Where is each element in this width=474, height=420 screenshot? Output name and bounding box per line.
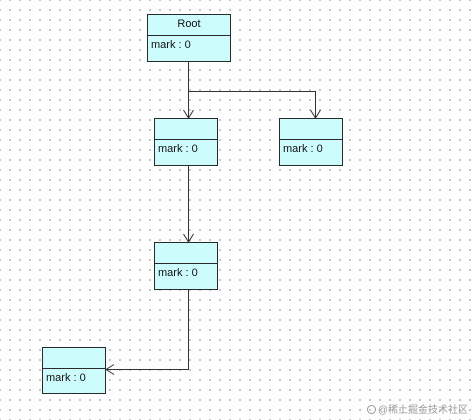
arrow-head-great-grandchild — [105, 364, 115, 375]
node-grandchild-attribute: mark : 0 — [158, 267, 198, 279]
node-root-title: Root — [148, 15, 230, 36]
watermark: @稀土掘金技术社区 — [366, 401, 468, 416]
node-grandchild[interactable]: mark : 0 — [154, 242, 218, 290]
node-grandchild-title — [155, 243, 217, 264]
juejin-logo-icon — [366, 405, 376, 414]
node-great-grandchild-attribute: mark : 0 — [46, 372, 86, 384]
node-great-grandchild-title — [43, 348, 105, 369]
node-child-left-attribute: mark : 0 — [158, 143, 198, 155]
watermark-text: @稀土掘金技术社区 — [377, 405, 468, 416]
edge-root-to-child-right — [188, 91, 316, 118]
node-root[interactable]: Root mark : 0 — [147, 14, 231, 62]
node-great-grandchild[interactable]: mark : 0 — [42, 347, 106, 394]
node-child-right-attribute: mark : 0 — [283, 143, 323, 155]
node-child-left-title — [155, 119, 217, 140]
edge-grandchild-to-great-grandchild — [106, 290, 189, 370]
node-child-left[interactable]: mark : 0 — [154, 118, 218, 166]
node-child-right-title — [280, 119, 342, 140]
node-root-attribute: mark : 0 — [151, 39, 191, 51]
node-child-right[interactable]: mark : 0 — [279, 118, 343, 166]
